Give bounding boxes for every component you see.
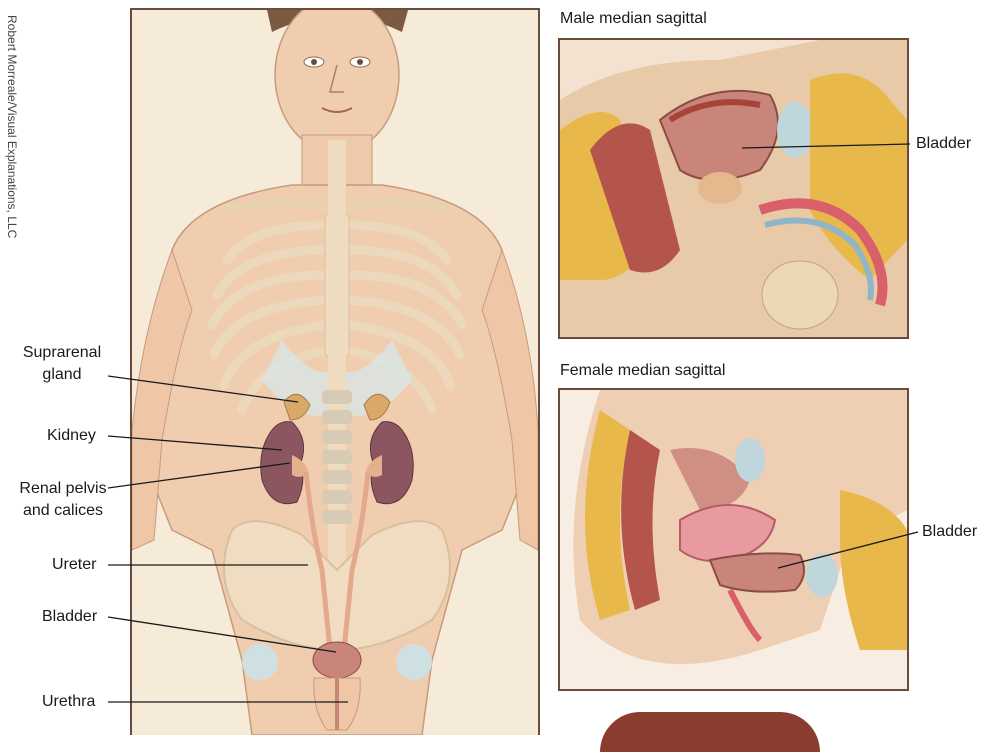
female-bladder (710, 553, 804, 591)
label-renal-line2: and calices (8, 500, 118, 522)
male-pubic-symphysis (777, 102, 813, 158)
head (275, 10, 399, 153)
label-renal-line1: Renal pelvis (8, 478, 118, 500)
male-sagittal-inset (558, 38, 909, 339)
label-bladder: Bladder (42, 606, 97, 628)
female-inset-title: Female median sagittal (560, 362, 725, 380)
female-pubic-symphysis (806, 553, 838, 597)
label-suprarenal-line2: gland (12, 364, 112, 386)
image-credit: Robert Morreale/Visual Explanations, LLC (5, 15, 19, 255)
left-femur-head (396, 644, 432, 680)
partial-inset-below (600, 712, 820, 752)
female-sagittal-illustration (560, 390, 907, 689)
male-sagittal-illustration (560, 40, 907, 337)
body-figure (132, 10, 538, 735)
male-prostate (698, 172, 742, 204)
male-scrotum (762, 261, 838, 329)
label-suprarenal-gland: Suprarenal gland (12, 342, 112, 386)
label-renal-pelvis: Renal pelvis and calices (8, 478, 118, 522)
label-ureter: Ureter (52, 554, 96, 576)
female-ovary (735, 438, 765, 482)
label-female-bladder: Bladder (922, 521, 977, 543)
urinary-bladder (313, 642, 361, 678)
label-kidney: Kidney (47, 425, 96, 447)
label-male-bladder: Bladder (916, 133, 971, 155)
label-suprarenal-line1: Suprarenal (12, 342, 112, 364)
male-inset-title: Male median sagittal (560, 10, 707, 28)
female-sagittal-inset (558, 388, 909, 691)
main-illustration-panel (130, 8, 540, 735)
label-urethra: Urethra (42, 691, 95, 713)
right-femur-head (242, 644, 278, 680)
